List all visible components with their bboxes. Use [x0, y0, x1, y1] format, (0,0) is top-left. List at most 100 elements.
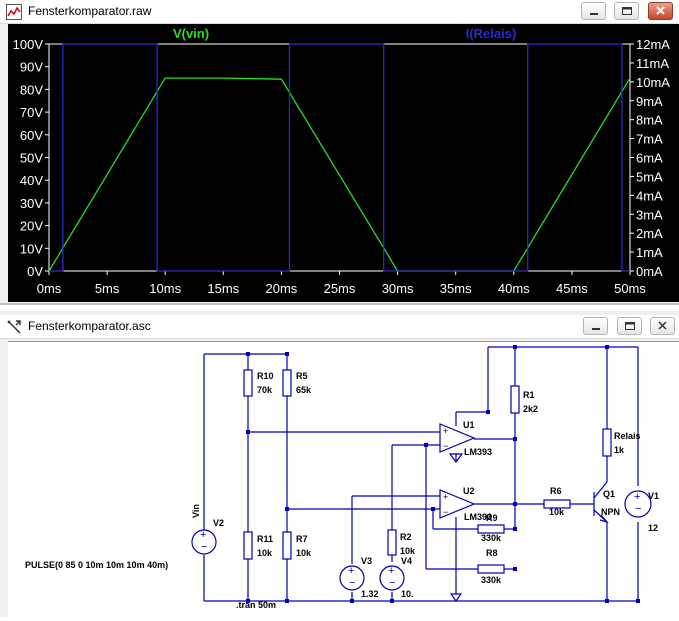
svg-text:−: − [443, 507, 448, 517]
x-tick-label: 20ms [266, 281, 298, 296]
maximize-button[interactable] [617, 317, 642, 335]
r10-value: 70k [257, 385, 273, 395]
schematic-canvas[interactable]: +− +− +− +− +− +− [8, 341, 679, 618]
y-left-tick-label: 20V [20, 219, 43, 234]
u1-name: U1 [463, 420, 475, 430]
plot-window-titlebar[interactable]: Fensterkomparator.raw [0, 0, 679, 24]
minimize-button[interactable] [583, 317, 608, 335]
r7-value: 10k [296, 548, 312, 558]
svg-text:−: − [201, 541, 207, 553]
voltage-source-v1[interactable] [624, 490, 652, 518]
voltage-source-v2[interactable] [191, 529, 217, 555]
x-tick-label: 25ms [324, 281, 356, 296]
x-tick-label: 50ms [614, 281, 646, 296]
comparator-u1-output-mark [448, 453, 464, 463]
x-tick-label: 30ms [382, 281, 414, 296]
y-right-tick-label: 5mA [636, 169, 663, 184]
y-left-tick-label: 40V [20, 173, 43, 188]
voltage-source-v4[interactable] [379, 565, 405, 591]
y-right-tick-label: 8mA [636, 113, 663, 128]
relais-value: 1k [614, 445, 625, 455]
maximize-button[interactable] [614, 2, 639, 20]
plot-window-title: Fensterkomparator.raw [28, 4, 152, 18]
svg-text:+: + [443, 426, 448, 436]
maximize-icon [622, 7, 632, 15]
schematic-window: Fensterkomparator.asc [0, 311, 679, 618]
resistor-r10[interactable] [243, 369, 253, 397]
schematic-diagram[interactable]: +− +− +− +− +− +− [8, 342, 679, 618]
svg-text:−: − [635, 503, 641, 515]
r7-name: R7 [296, 534, 308, 544]
y-right-tick-label: 2mA [636, 226, 663, 241]
x-tick-label: 10ms [149, 281, 181, 296]
y-right-tick-label: 3mA [636, 207, 663, 222]
resistor-r6[interactable] [543, 499, 571, 509]
x-tick-label: 45ms [556, 281, 588, 296]
resistor-relais[interactable] [602, 428, 612, 457]
x-tick-label: 15ms [207, 281, 239, 296]
y-left-tick-label: 30V [20, 196, 43, 211]
r2-name: R2 [400, 532, 412, 542]
tran-directive[interactable]: .tran 50m [236, 600, 276, 610]
r9-name: R9 [486, 513, 498, 523]
resistor-r8[interactable] [477, 564, 505, 574]
y-right-tick-label: 12mA [636, 37, 670, 52]
v1-name: V1 [648, 491, 659, 501]
svg-text:+: + [634, 491, 640, 503]
series-line-relais[interactable] [49, 43, 630, 272]
schematic-window-titlebar[interactable]: Fensterkomparator.asc [0, 315, 679, 339]
q1-value: NPN [601, 507, 620, 517]
close-icon [656, 6, 665, 15]
r6-name: R6 [550, 486, 562, 496]
minimize-icon [592, 328, 600, 330]
y-left-tick-label: 90V [20, 60, 43, 75]
series-line-vin[interactable] [48, 77, 631, 272]
close-button[interactable] [648, 2, 673, 20]
resistor-r5[interactable] [282, 369, 292, 397]
x-tick-label: 35ms [440, 281, 472, 296]
x-tick-label: 5ms [95, 281, 120, 296]
r11-value: 10k [257, 548, 273, 558]
y-right-tick-label: 6mA [636, 151, 663, 166]
ground-icon [449, 593, 463, 603]
trace-label-vin[interactable]: V(vin) [173, 26, 209, 41]
comparator-u2[interactable] [439, 489, 476, 519]
resistor-r11[interactable] [243, 531, 253, 560]
v3-name: V3 [361, 556, 372, 566]
waveform-app-icon [6, 4, 22, 20]
trace-label-relais[interactable]: I(Relais) [466, 26, 517, 41]
minimize-button[interactable] [581, 2, 606, 20]
y-left-tick-label: 80V [20, 82, 43, 97]
resistor-r2[interactable] [387, 529, 397, 556]
pulse-directive[interactable]: PULSE(0 85 0 10m 10m 10m 40m) [25, 560, 168, 570]
resistor-r1[interactable] [510, 385, 520, 414]
svg-text:+: + [388, 565, 394, 577]
plot-frame [48, 43, 631, 272]
close-button[interactable] [650, 317, 675, 335]
resistor-r7[interactable] [282, 531, 292, 560]
u1-value: LM393 [464, 447, 492, 457]
net-label-vin: Vin [191, 504, 201, 518]
voltage-source-v3[interactable] [339, 565, 365, 591]
relais-name: Relais [614, 431, 641, 441]
r2-value: 10k [400, 546, 416, 556]
y-left-tick-label: 100V [13, 37, 44, 52]
y-right-tick-label: 11mA [636, 56, 669, 71]
y-left-tick-label: 50V [20, 151, 43, 166]
maximize-icon [625, 322, 635, 330]
transistor-q1[interactable] [593, 481, 609, 524]
svg-text:+: + [443, 492, 448, 502]
resistor-r9[interactable] [477, 524, 505, 534]
schematic-window-title: Fensterkomparator.asc [28, 319, 151, 333]
comparator-u1[interactable] [439, 423, 476, 453]
v1-value: 12 [648, 523, 658, 533]
svg-text:−: − [443, 441, 448, 451]
y-right-tick-label: 4mA [636, 188, 663, 203]
v4-name: V4 [401, 556, 412, 566]
svg-text:+: + [200, 529, 206, 541]
svg-text:+: + [348, 565, 354, 577]
q1-name: Q1 [603, 489, 615, 499]
